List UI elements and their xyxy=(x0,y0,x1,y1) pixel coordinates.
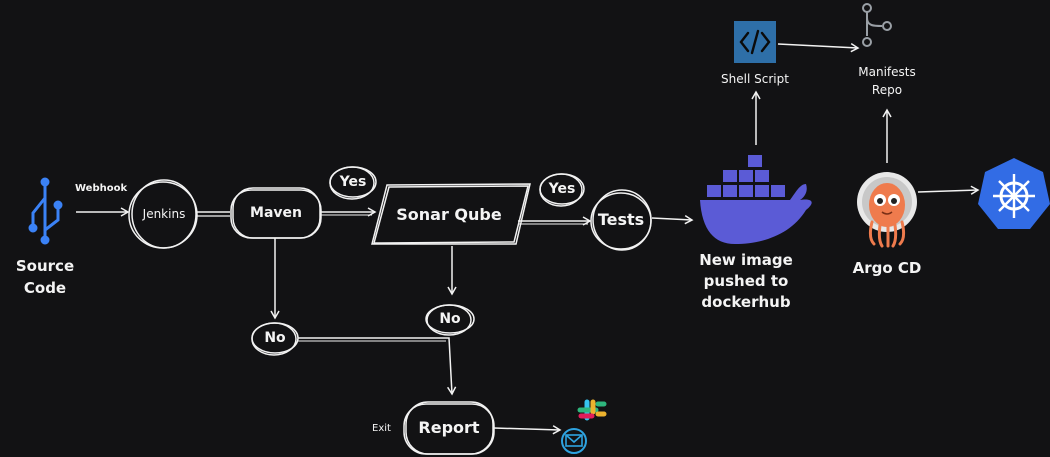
jenkins-label: Jenkins xyxy=(142,207,186,221)
sonar-qube-label: Sonar Qube xyxy=(396,205,502,224)
report-label: Report xyxy=(418,418,480,437)
argo-cd-label: Argo CD xyxy=(852,259,922,277)
yes-bubble-maven xyxy=(329,166,377,200)
argo-octopus-icon xyxy=(857,172,917,248)
mail-icon xyxy=(561,428,587,454)
code-brackets-icon xyxy=(734,21,776,63)
shell-script-label: Shell Script xyxy=(721,72,789,86)
edge-argo-kubernetes xyxy=(917,185,980,195)
sonar-node xyxy=(371,183,531,245)
exit-label: Exit xyxy=(372,423,391,434)
kubernetes-helm-icon xyxy=(978,158,1050,229)
maven-label: Maven xyxy=(250,205,302,221)
yes-label-sonar: Yes xyxy=(548,181,576,197)
edge-report-notify xyxy=(493,425,562,435)
maven-node xyxy=(230,187,322,239)
yes-label-maven: Yes xyxy=(339,174,367,190)
yes-bubble-sonar xyxy=(539,173,585,207)
docker-label: New image pushed to dockerhub xyxy=(699,251,793,311)
git-graph-icon xyxy=(862,3,892,47)
tests-label: Tests xyxy=(597,210,645,229)
edge-tests-docker xyxy=(651,215,694,225)
docker-whale-icon xyxy=(700,155,812,244)
tests-node xyxy=(590,189,652,251)
no-label-sonar: No xyxy=(439,311,461,327)
edge-no-report xyxy=(298,337,457,396)
jenkins-node xyxy=(128,179,198,249)
no-bubble-sonar xyxy=(425,304,475,336)
no-label-maven: No xyxy=(264,330,286,346)
manifests-repo-label: Manifests Repo xyxy=(858,65,916,97)
git-branch-icon xyxy=(28,177,63,245)
slack-icon xyxy=(577,399,607,421)
source-code-label: Source Code xyxy=(15,257,75,297)
report-node xyxy=(403,401,495,455)
webhook-label: Webhook xyxy=(75,183,128,194)
edge-shell-manifests xyxy=(777,43,860,53)
